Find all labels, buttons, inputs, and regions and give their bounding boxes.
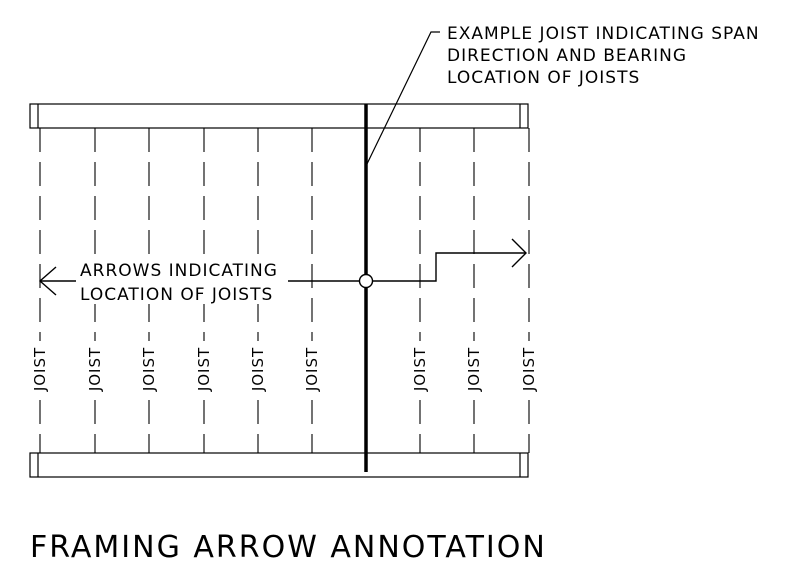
callout-text: EXAMPLE JOIST INDICATING SPAN DIRECTION … <box>447 24 766 88</box>
bottom-bearing-beam <box>29 452 529 478</box>
joist-label: JOIST <box>520 347 538 392</box>
joist-labels: JOIST JOIST JOIST JOIST JOIST JOIST JOIST JOIST… <box>31 341 538 397</box>
arrowhead-right-icon <box>511 238 527 268</box>
joist-label-mask <box>303 341 321 397</box>
joist-label: JOIST <box>411 347 429 392</box>
arrow-note-text: ARROWS INDICATING LOCATION OF JOISTS <box>80 261 284 305</box>
callout-line-2: DIRECTION AND BEARING <box>447 46 687 66</box>
joist-label: JOIST <box>465 347 483 392</box>
joist-label-mask <box>465 341 483 397</box>
joist-label: JOIST <box>303 347 321 392</box>
joist-label-mask <box>140 341 158 397</box>
top-bearing-beam <box>29 103 529 129</box>
joist-label: JOIST <box>31 347 49 392</box>
joist-label-mask <box>249 341 267 397</box>
joist-label-mask <box>195 341 213 397</box>
joist-label-mask <box>520 341 538 397</box>
callout-line-1: EXAMPLE JOIST INDICATING SPAN <box>447 24 760 44</box>
callout-line-3: LOCATION OF JOISTS <box>447 68 640 88</box>
joist-label-mask <box>31 341 49 397</box>
intersection-circle-icon <box>358 273 374 289</box>
joist-label: JOIST <box>86 347 104 392</box>
joist-label: JOIST <box>249 347 267 392</box>
arrowhead-left-icon <box>38 266 57 296</box>
joist-label: JOIST <box>140 347 158 392</box>
joist-lines <box>39 128 530 453</box>
arrow-note-line-2: LOCATION OF JOISTS <box>80 285 273 305</box>
arrow-note-mask <box>76 258 288 304</box>
diagram-title: FRAMING ARROW ANNOTATION <box>30 530 547 565</box>
joist-label-mask <box>86 341 104 397</box>
joist-label: JOIST <box>195 347 213 392</box>
arrow-note-line-1: ARROWS INDICATING <box>80 261 278 281</box>
joist-label-mask <box>411 341 429 397</box>
callout-leader <box>365 31 440 167</box>
